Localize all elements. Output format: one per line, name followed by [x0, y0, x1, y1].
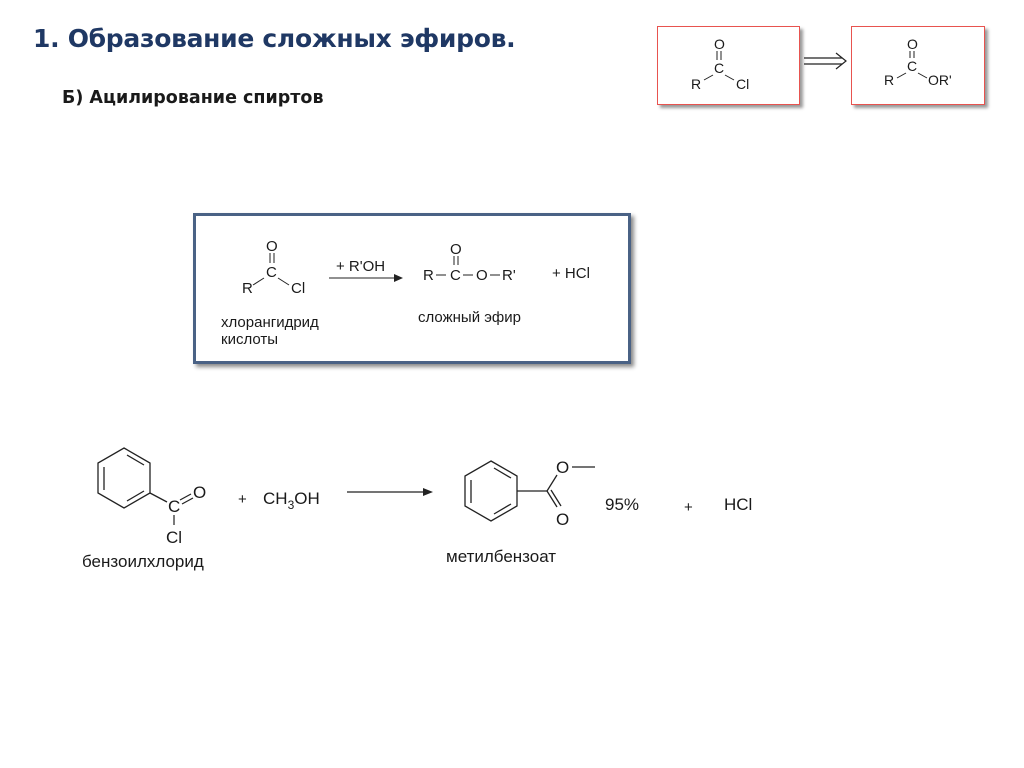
product-ether-oxygen: O [476, 267, 488, 284]
general-reaction-box: O C R Cl + R'OH O R C O R' + HCl хлоранг… [193, 213, 631, 364]
general-reaction-scheme: O C R Cl + R'OH O R C O R' + HCl хлоранг… [221, 238, 590, 348]
byproduct-label: HCl [724, 495, 752, 514]
reactant-name-line1: хлорангидрид [221, 314, 319, 331]
reactant-name-line2: кислоты [221, 331, 278, 348]
reactant-carbon: C [266, 264, 277, 281]
carbonyl-oxygen: O [714, 36, 725, 52]
reactant-oxygen: O [266, 238, 278, 255]
r-group: R [691, 76, 701, 92]
carbonyl-oxygen: O [907, 36, 918, 52]
reactant-chlorine: Cl [166, 528, 182, 547]
acyl-chloride-box: O C R Cl [657, 26, 800, 105]
yield-label: 95% [605, 495, 639, 514]
reactant-r-group: R [242, 280, 253, 297]
carbonyl-carbon: C [714, 60, 724, 76]
product-carbonyl-oxygen: O [450, 241, 462, 258]
carbonyl-carbon: C [907, 58, 917, 74]
product-name: метилбензоат [446, 547, 556, 566]
product-ether-oxygen: O [556, 458, 569, 477]
reactant-name: бензоилхлорид [82, 552, 204, 571]
ester-box: O C R OR' [851, 26, 985, 105]
reactant-chlorine: Cl [291, 280, 305, 297]
benzene-ring-icon [97, 447, 151, 509]
or-group: OR' [928, 72, 952, 88]
reagent-label: + R'OH [336, 258, 385, 275]
product-carbon: C [450, 267, 461, 284]
chlorine-atom: Cl [736, 76, 749, 92]
reagent-formula: CH3OH [263, 489, 320, 512]
product-name: сложный эфир [418, 309, 521, 326]
acyl-chloride-structure: O C R Cl [691, 36, 749, 92]
plus-sign-2: + [684, 499, 693, 516]
r-group: R [884, 72, 894, 88]
double-arrow-icon [804, 52, 847, 70]
ester-structure: O C R OR' [884, 36, 952, 88]
product-r-group: R [423, 267, 434, 284]
reactant-oxygen: O [193, 483, 206, 502]
example-reaction-scheme: C O Cl + CH3OH O O 95% + HCl бензоилхлор… [82, 447, 752, 571]
section-subtitle: Б) Ацилирование спиртов [62, 88, 324, 108]
product-r-prime-group: R' [502, 267, 516, 284]
page-title: 1. Образование сложных эфиров. [33, 24, 516, 53]
product-carbonyl-oxygen: O [556, 510, 569, 529]
benzene-ring-icon [464, 460, 518, 522]
plus-sign-1: + [238, 491, 247, 508]
reactant-carbon: C [168, 497, 180, 516]
byproduct-label: + HCl [552, 265, 590, 282]
